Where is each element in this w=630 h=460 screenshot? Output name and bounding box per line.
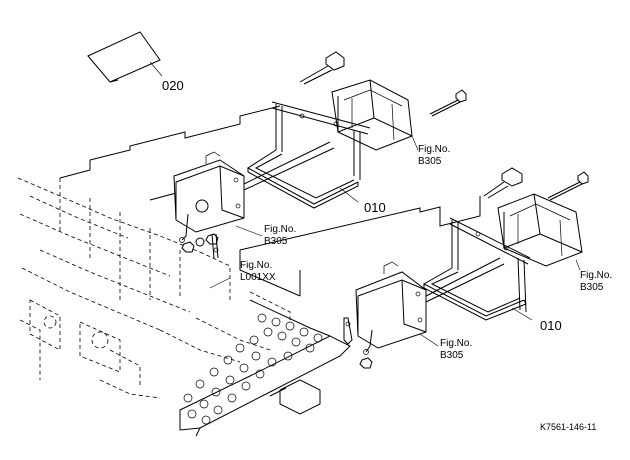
label-fig-upper-right-a: Fig.No.: [418, 144, 450, 155]
label-part-020: 020: [162, 78, 184, 93]
nut-washer-lower: [343, 317, 373, 369]
bolt-upper-right: [429, 89, 467, 117]
bolt-upper-left: [299, 51, 345, 85]
mount-box-lower: [355, 257, 505, 355]
step-plate: [179, 299, 351, 437]
label-fig-upper-right-b: B305: [418, 156, 442, 167]
drawing-code: K7561-146-11: [540, 422, 596, 432]
label-fig-lower-mid-a: Fig.No.: [440, 338, 472, 349]
nut-washer-upper: [181, 233, 219, 259]
part-010-upper-bracket[interactable]: [247, 101, 371, 209]
label-fig-lower-mid-b: B305: [440, 350, 464, 361]
label-fig-left-a: Fig.No.: [240, 260, 272, 271]
lamp-upper: [331, 79, 413, 151]
part-020-sheet[interactable]: [87, 31, 163, 83]
frame-outline: [59, 87, 481, 297]
label-fig-left-mid-b: B305: [264, 236, 288, 247]
lamp-lower: [497, 193, 583, 267]
bolt-lower-left: [483, 167, 523, 199]
frame-body-left: [17, 177, 291, 399]
mount-box-upper: [173, 141, 335, 243]
leader-lines: [209, 135, 581, 347]
label-fig-left-b: L001XX: [240, 272, 276, 283]
label-fig-lower-right-b: B305: [580, 282, 604, 293]
label-part-010-lower: 010: [540, 318, 562, 333]
label-fig-left-mid-a: Fig.No.: [264, 224, 296, 235]
label-part-010-upper: 010: [364, 200, 386, 215]
bolt-lower-right: [547, 171, 589, 201]
part-010-lower-bracket[interactable]: [422, 217, 531, 321]
label-fig-lower-right-a: Fig.No.: [580, 270, 612, 281]
